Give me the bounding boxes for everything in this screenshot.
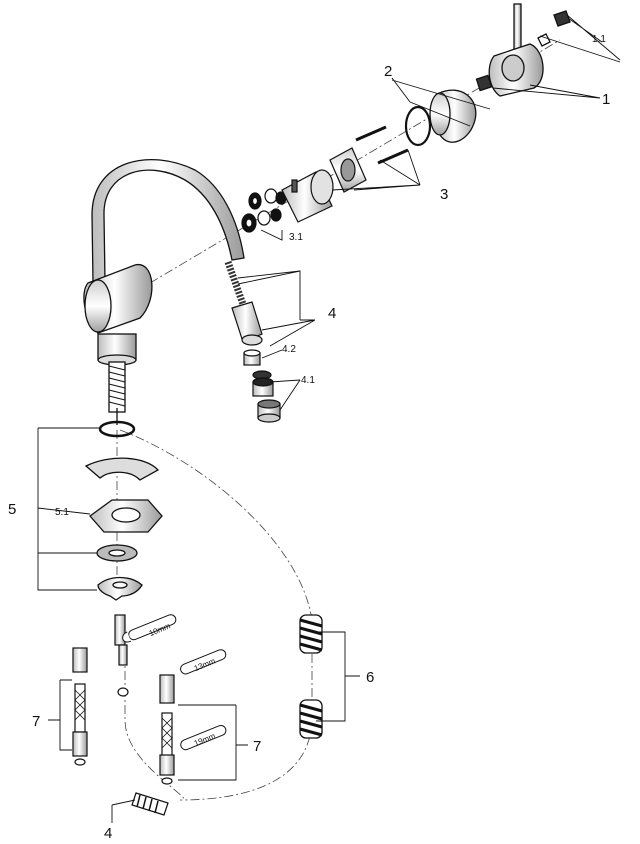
label-7-right: 7 (253, 738, 261, 755)
aerator-4-1b (257, 399, 281, 423)
label-3-1: 3.1 (289, 232, 303, 243)
weight-lower (299, 699, 323, 739)
hose-right (159, 674, 175, 785)
spray-head (231, 301, 263, 343)
grub-screw-1-1 (537, 10, 571, 47)
spray-hose (224, 260, 249, 312)
connection-hoses (72, 614, 175, 816)
flat-washer (96, 544, 138, 562)
wrench-10mm (122, 614, 177, 643)
assembly-axes (116, 39, 561, 801)
wrench-19mm (180, 724, 227, 751)
cartridge-assembly (241, 125, 409, 233)
fixing-nut (97, 576, 143, 601)
cover-cap (404, 89, 477, 147)
pull-out-spray (224, 260, 281, 423)
base-o-ring (98, 420, 136, 438)
hose-connector-4 (131, 792, 169, 816)
lever-handle (475, 3, 571, 97)
center-stem (114, 614, 129, 697)
service-wrenches (122, 614, 227, 751)
label-3: 3 (440, 186, 448, 203)
label-4: 4 (328, 305, 336, 322)
label-4-connector: 4 (104, 825, 112, 842)
label-5: 5 (8, 501, 16, 518)
label-7-left: 7 (32, 713, 40, 730)
leader-lines (37, 14, 621, 823)
fixing-screws (355, 125, 409, 165)
hose-weights (299, 614, 323, 739)
label-1: 1 (602, 91, 610, 108)
cartridge (281, 169, 334, 223)
weight-upper (299, 614, 323, 654)
mounting-set (84, 420, 163, 601)
spout-arc (91, 158, 245, 283)
label-5-1: 5.1 (55, 507, 69, 518)
sealing-ring (404, 105, 432, 147)
wrench-label-19mm: 19mm (193, 731, 217, 748)
label-1-1: 1.1 (592, 34, 606, 45)
label-4-1: 4.1 (301, 375, 315, 386)
aerator-4-2 (243, 349, 261, 366)
hose-left (72, 647, 88, 766)
label-4-2: 4.2 (282, 344, 296, 355)
o-rings-3-1 (241, 188, 287, 233)
faucet-body (83, 158, 245, 425)
pressure-plate-5-1 (89, 499, 163, 533)
cartridge-flange (329, 147, 367, 193)
adapter-block (475, 74, 493, 92)
half-shell-washer (84, 457, 160, 481)
label-2: 2 (384, 63, 392, 80)
aerator-4-1a (252, 377, 274, 397)
threaded-stud (108, 361, 126, 413)
label-6: 6 (366, 669, 374, 686)
wrench-13mm (180, 649, 227, 675)
